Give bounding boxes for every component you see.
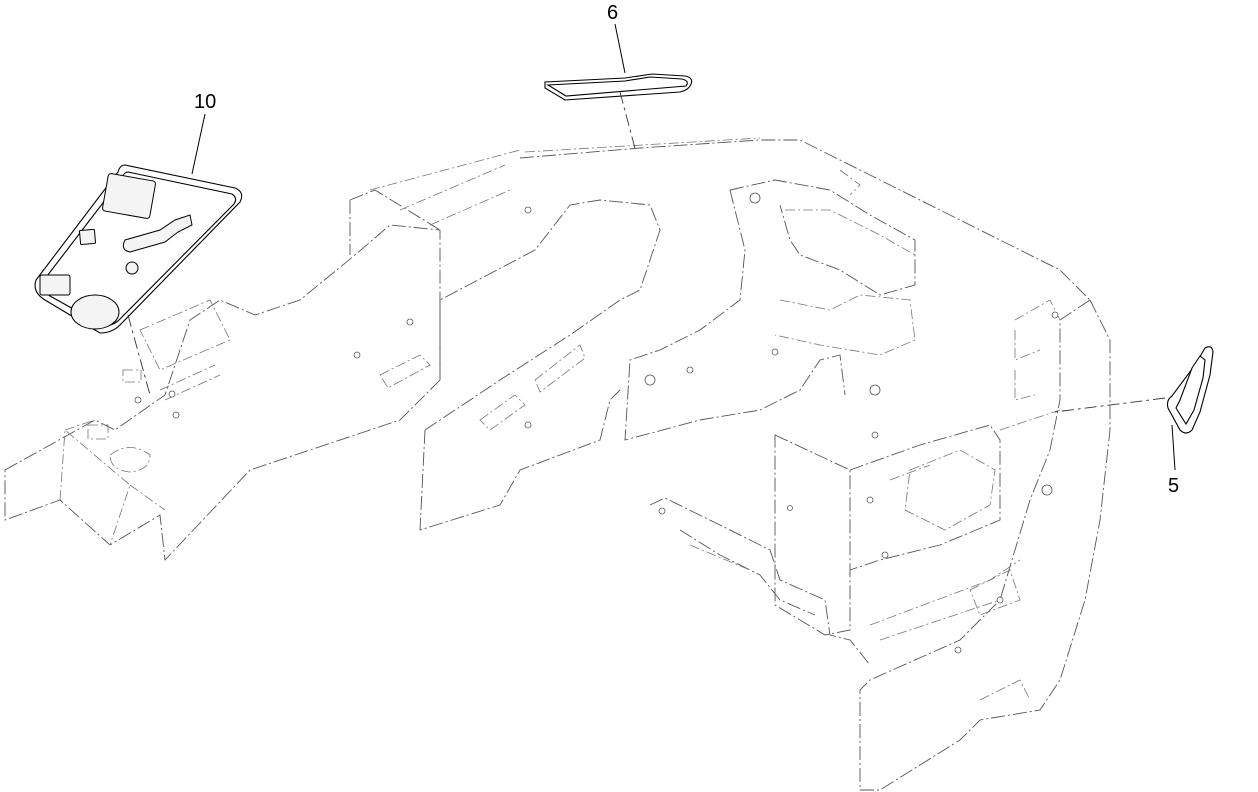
decal-circle-large (70, 294, 120, 330)
decal-window-upper (102, 173, 156, 219)
leader-5 (1171, 424, 1176, 471)
decal-gate-slot (122, 214, 193, 253)
callout-leaders (191, 23, 1176, 471)
leader-10 (191, 113, 206, 175)
callout-labels: 10 6 5 (194, 2, 1179, 497)
callout-6: 6 (607, 2, 618, 24)
callout-10: 10 (194, 91, 216, 113)
decal-window-lower (39, 274, 71, 296)
decal-circle-small (125, 261, 139, 275)
leader-6 (614, 23, 626, 74)
console-frame (4, 137, 1111, 791)
part-5-side-pad[interactable] (1054, 346, 1214, 434)
part-6-edge-strip[interactable] (544, 73, 693, 153)
decal-window-small (78, 228, 96, 246)
part-10-control-decal[interactable] (34, 164, 243, 396)
callout-5: 5 (1168, 475, 1179, 497)
